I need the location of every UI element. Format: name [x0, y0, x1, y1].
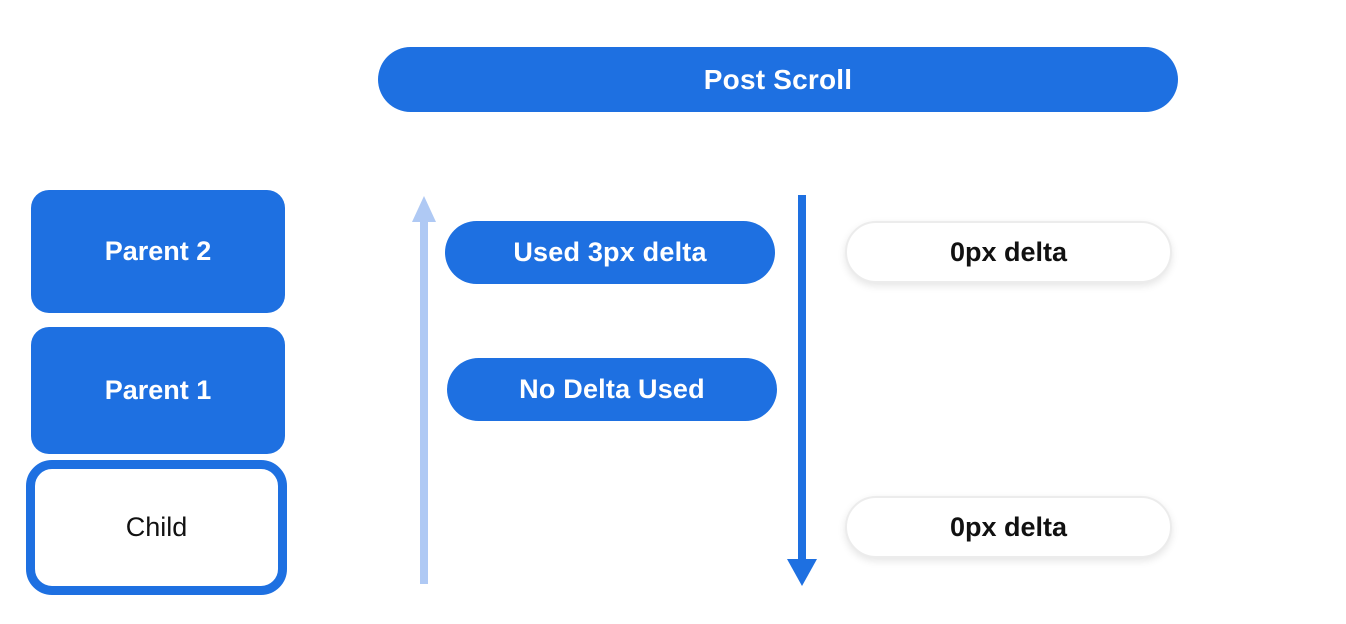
used-delta-pill: Used 3px delta [445, 221, 775, 284]
up-arrow-head [412, 196, 436, 222]
parent-2-box: Parent 2 [31, 190, 285, 313]
child-box: Child [26, 460, 287, 595]
no-delta-pill: No Delta Used [447, 358, 777, 421]
down-arrow-line [798, 195, 806, 561]
zero-delta-pill-bottom: 0px delta [845, 496, 1172, 558]
down-arrow-head [787, 559, 817, 586]
up-arrow-line [420, 219, 428, 584]
parent-1-box: Parent 1 [31, 327, 285, 454]
post-scroll-header: Post Scroll [378, 47, 1178, 112]
zero-delta-pill-top: 0px delta [845, 221, 1172, 283]
